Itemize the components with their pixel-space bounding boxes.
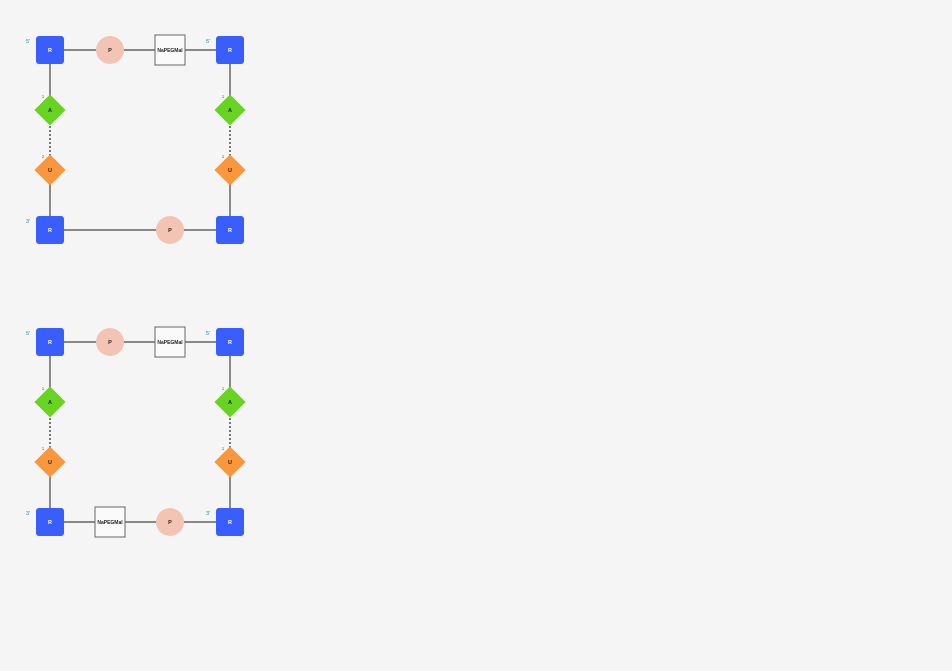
base-U-node[interactable]: U [34, 446, 66, 478]
base-U-shape [34, 446, 66, 478]
node-label: R [48, 520, 52, 526]
base-A-shape [34, 386, 66, 418]
node-label: R [48, 48, 52, 54]
linker-shape [154, 326, 186, 358]
sugar-node[interactable]: R [36, 328, 64, 356]
base-A-shape [34, 94, 66, 126]
node-label: U [48, 168, 52, 174]
phosphate-node[interactable]: P [96, 328, 124, 356]
base-U-shape [214, 446, 246, 478]
node-label: U [48, 460, 52, 466]
phosphate-shape [156, 216, 184, 244]
node-label: NaPEGMal [97, 520, 123, 526]
phosphate-shape [96, 36, 124, 64]
node-label: A [48, 400, 52, 406]
pair-marker: 1 [42, 94, 45, 99]
strand-end-label: 3' [26, 219, 30, 225]
base-U-node[interactable]: U [214, 446, 246, 478]
node-label: U [228, 460, 232, 466]
node-label: U [228, 168, 232, 174]
node-label: A [228, 108, 232, 114]
pair-marker: 2 [42, 154, 45, 159]
pair-marker: 1 [222, 386, 225, 391]
node-label: P [108, 48, 112, 54]
phosphate-shape [96, 328, 124, 356]
sugar-shape [36, 36, 64, 64]
base-A-node[interactable]: A [34, 94, 66, 126]
pair-marker: 1 [222, 154, 225, 159]
node-label: NaPEGMal [157, 340, 183, 346]
phosphate-node[interactable]: P [156, 216, 184, 244]
strand-end-label: 5' [206, 331, 210, 337]
sugar-shape [216, 508, 244, 536]
node-label: R [228, 48, 232, 54]
pair-marker: 1 [222, 94, 225, 99]
linker-node[interactable]: NaPEGMal [154, 326, 186, 358]
sugar-shape [216, 216, 244, 244]
sugar-node[interactable]: R [216, 508, 244, 536]
base-A-shape [214, 386, 246, 418]
base-U-node[interactable]: U [214, 154, 246, 186]
linker-shape [94, 506, 126, 538]
node-label: R [228, 340, 232, 346]
base-U-shape [214, 154, 246, 186]
node-label: R [228, 520, 232, 526]
node-label: P [168, 228, 172, 234]
base-U-node[interactable]: U [34, 154, 66, 186]
sugar-shape [216, 36, 244, 64]
linker-node[interactable]: NaPEGMal [154, 34, 186, 66]
linker-shape [154, 34, 186, 66]
strand-end-label: 5' [26, 39, 30, 45]
node-label: A [228, 400, 232, 406]
strand-end-label: 5' [206, 39, 210, 45]
strand-end-label: 5' [26, 331, 30, 337]
node-label: R [48, 228, 52, 234]
node-label: P [168, 520, 172, 526]
base-U-shape [34, 154, 66, 186]
base-A-node[interactable]: A [34, 386, 66, 418]
sugar-node[interactable]: R [36, 508, 64, 536]
node-label: R [48, 340, 52, 346]
linker-node[interactable]: NaPEGMal [94, 506, 126, 538]
node-label: P [108, 340, 112, 346]
base-A-node[interactable]: A [214, 94, 246, 126]
sugar-node[interactable]: R [216, 216, 244, 244]
pair-marker: 1 [42, 386, 45, 391]
node-label: R [228, 228, 232, 234]
base-A-node[interactable]: A [214, 386, 246, 418]
sugar-shape [216, 328, 244, 356]
pair-marker: 1 [222, 446, 225, 451]
sugar-shape [36, 508, 64, 536]
phosphate-shape [156, 508, 184, 536]
sugar-shape [36, 216, 64, 244]
phosphate-node[interactable]: P [156, 508, 184, 536]
pair-marker: 1 [42, 446, 45, 451]
strand-end-label: 3' [26, 511, 30, 517]
phosphate-node[interactable]: P [96, 36, 124, 64]
node-label: A [48, 108, 52, 114]
strand-end-label: 3' [206, 511, 210, 517]
sugar-node[interactable]: R [36, 216, 64, 244]
sugar-node[interactable]: R [216, 328, 244, 356]
base-A-shape [214, 94, 246, 126]
sugar-shape [36, 328, 64, 356]
node-label: NaPEGMal [157, 48, 183, 54]
sugar-node[interactable]: R [36, 36, 64, 64]
sugar-node[interactable]: R [216, 36, 244, 64]
